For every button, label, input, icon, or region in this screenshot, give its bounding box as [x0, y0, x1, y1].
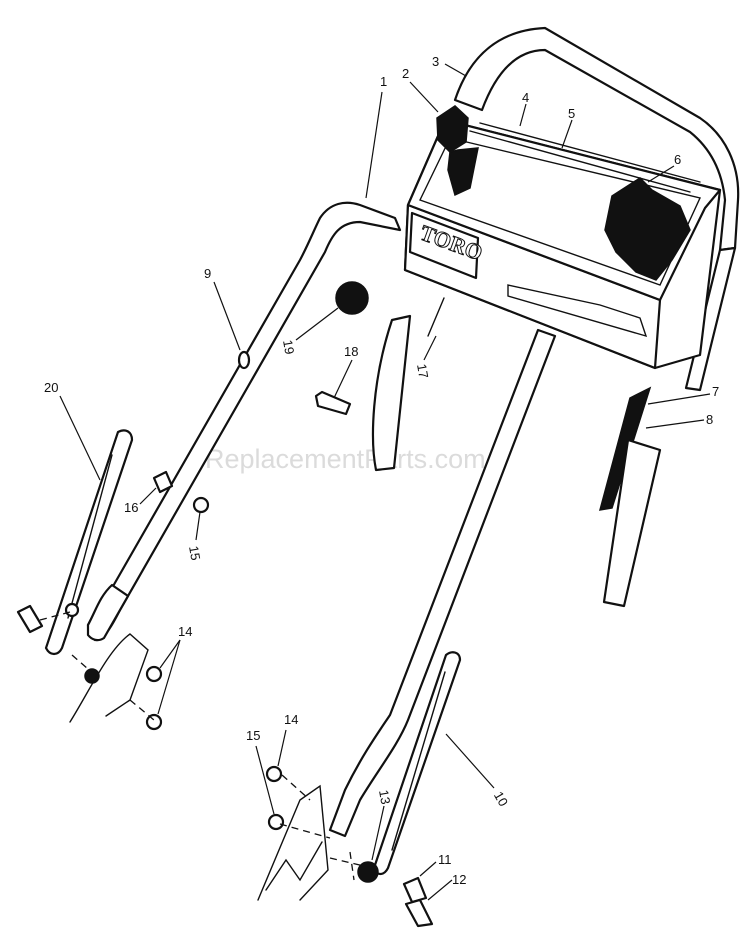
nut-15-right	[267, 813, 285, 831]
spring	[598, 386, 652, 511]
callout-3: 3	[432, 54, 439, 69]
callout-14-left: 14	[178, 624, 192, 639]
bolt-left-lower	[16, 604, 44, 634]
bolt-16	[152, 470, 174, 494]
leader-3	[444, 63, 467, 77]
panel-slot	[507, 284, 648, 338]
left-bracket-slot	[67, 454, 113, 619]
leader-14-right	[277, 729, 287, 767]
callout-9: 9	[204, 266, 211, 281]
callout-13: 13	[376, 789, 393, 806]
bolt-11	[402, 876, 428, 904]
callout-5: 5	[568, 106, 575, 121]
leader-10	[445, 733, 495, 789]
control-lever	[604, 177, 691, 281]
right-bracket-slot	[391, 671, 446, 851]
leader-13	[371, 805, 385, 861]
callout-14-right: 14	[284, 712, 298, 727]
leader-7	[647, 393, 711, 405]
nut-14-left-b	[145, 713, 163, 731]
leader-14-left-b	[157, 639, 181, 715]
leader-16	[139, 487, 157, 505]
nut-14-right	[265, 765, 283, 783]
control-slot	[419, 137, 701, 286]
watermark: eReplacementParts.com	[190, 444, 486, 474]
lower-handle-inner-post	[371, 314, 412, 472]
nut-15-upper	[192, 496, 210, 514]
callout-12: 12	[452, 872, 466, 887]
leader-8	[645, 419, 705, 429]
leader-9	[213, 281, 241, 351]
callout-11: 11	[438, 852, 452, 867]
callout-6: 6	[674, 152, 681, 167]
decal-5	[469, 130, 691, 193]
callout-16: 16	[124, 500, 138, 515]
callout-20: 20	[44, 380, 58, 395]
alignment-line-4	[281, 774, 311, 801]
callout-7: 7	[712, 384, 719, 399]
leader-5	[561, 119, 573, 149]
leader-18	[333, 359, 353, 399]
spring-tube	[602, 438, 662, 608]
alignment-line-1	[39, 611, 71, 621]
screw-17	[427, 297, 445, 337]
spacer-13	[357, 861, 379, 883]
handle-knob-19	[335, 281, 369, 315]
callout-1: 1	[380, 74, 387, 89]
alignment-line-7	[349, 851, 355, 881]
callout-15-right: 15	[246, 728, 260, 743]
lower-handle-right-arm	[328, 328, 557, 838]
leader-15-upper	[195, 511, 201, 541]
leader-19	[295, 307, 339, 341]
leader-1	[365, 91, 383, 199]
leader-2	[409, 81, 439, 113]
carriage-bolt-18	[314, 390, 352, 416]
leader-17	[423, 335, 437, 361]
leader-4	[519, 103, 527, 127]
leader-15-right	[255, 745, 275, 815]
alignment-line-2	[71, 654, 97, 677]
alignment-line-3	[129, 699, 155, 721]
callout-2: 2	[402, 66, 409, 81]
leader-20	[59, 395, 101, 481]
deck-bracket-right	[257, 784, 329, 901]
leader-14-left-a	[159, 639, 181, 669]
alignment-line-5	[279, 823, 331, 839]
deck-bracket-left	[69, 633, 149, 723]
bolt-12	[404, 898, 434, 928]
callout-19: 19	[280, 339, 297, 356]
callout-4: 4	[522, 90, 529, 105]
leader-6	[647, 165, 675, 183]
callout-8: 8	[706, 412, 713, 427]
upper-handle	[453, 26, 740, 252]
callout-17: 17	[414, 363, 431, 380]
toro-logo-plate: TORO	[408, 211, 486, 280]
deck-bracket-right-edge	[265, 841, 323, 891]
callout-10: 10	[491, 789, 511, 809]
lower-handle-left-foot	[86, 583, 130, 642]
bolt-left-inner	[64, 602, 80, 618]
callout-15-upper: 15	[186, 545, 203, 562]
lower-handle-left-arm	[86, 201, 402, 642]
nut-14-left-a	[145, 665, 163, 683]
callout-18: 18	[344, 344, 358, 359]
throttle-knob	[436, 105, 479, 197]
alignment-line-6	[329, 857, 365, 867]
pin-9	[237, 350, 251, 370]
leader-12	[427, 879, 453, 901]
leader-11	[419, 861, 437, 877]
